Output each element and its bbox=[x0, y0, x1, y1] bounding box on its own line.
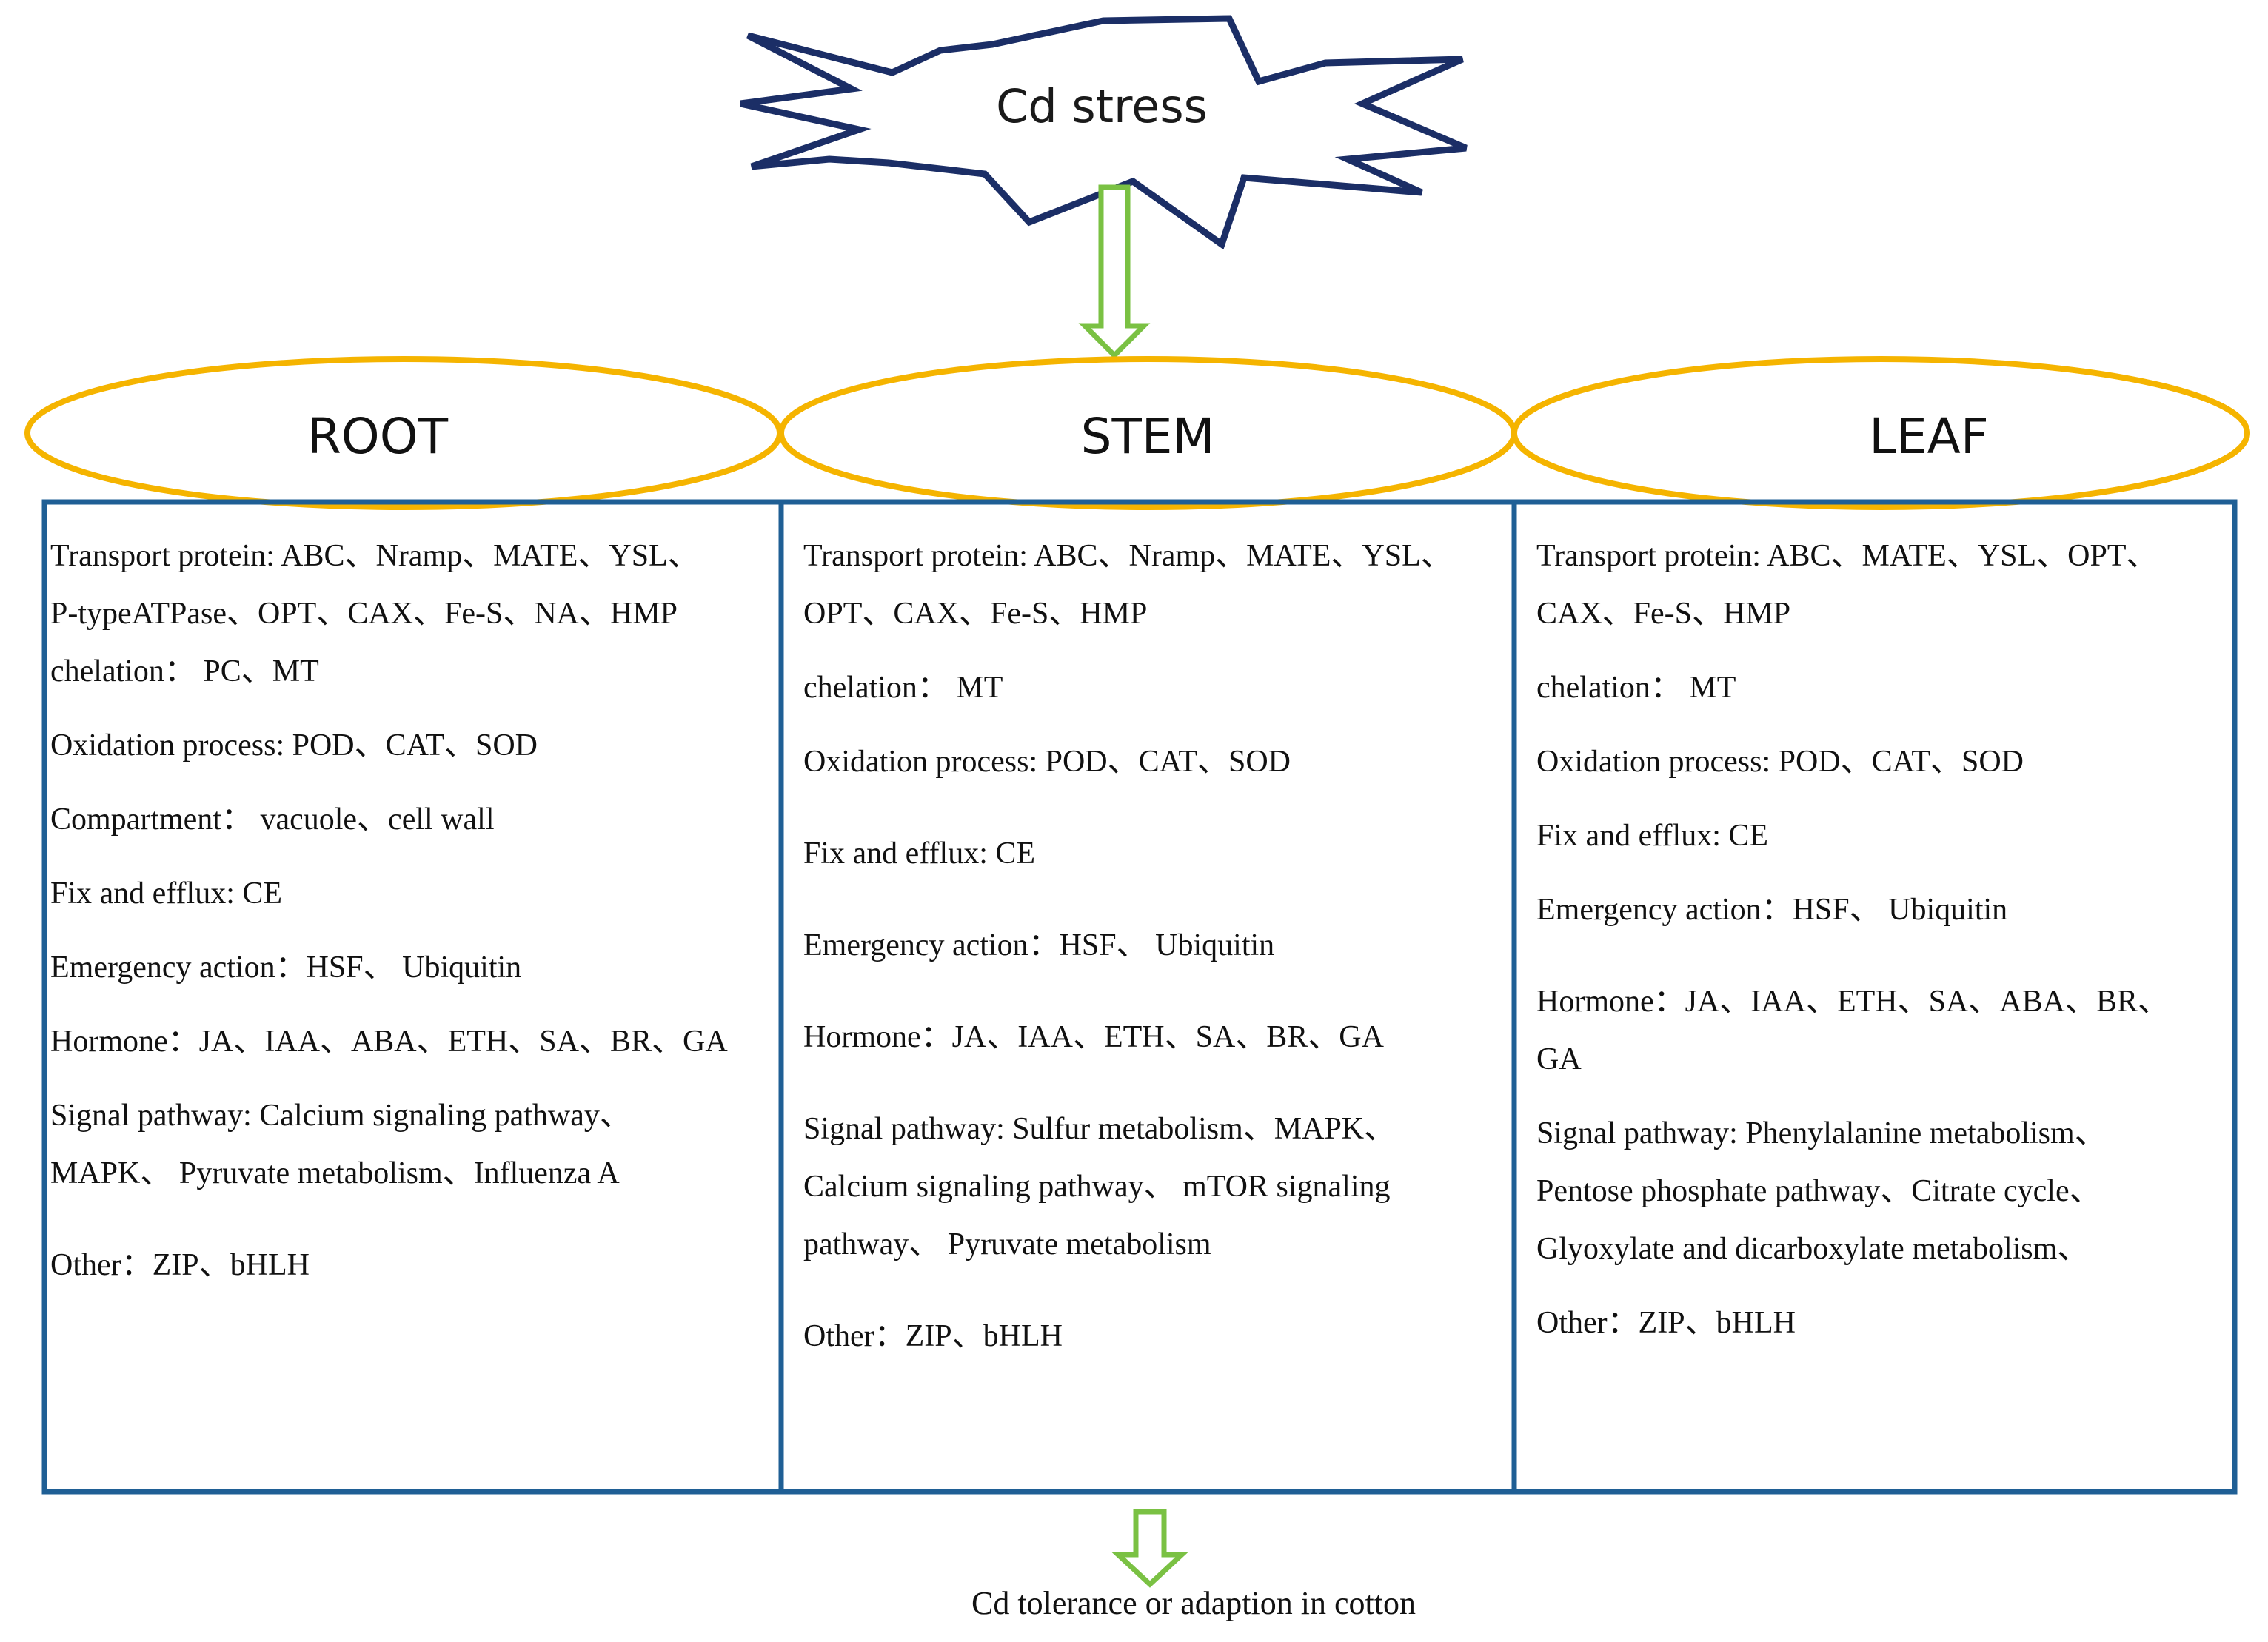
result-label: Cd tolerance or adaption in cotton bbox=[971, 1585, 1416, 1621]
leaf-label: LEAF bbox=[1869, 408, 1989, 465]
panel-outer-border bbox=[41, 499, 2238, 1495]
organ-root: ROOT bbox=[24, 356, 783, 510]
stem-line: Fix and efflux: CE bbox=[803, 837, 1036, 871]
root-line: Other：ZIP、bHLH bbox=[50, 1248, 310, 1282]
organ-leaf: LEAF bbox=[1511, 356, 2250, 510]
result-arrow bbox=[1111, 1509, 1188, 1588]
root-line: Fix and efflux: CE bbox=[50, 877, 283, 911]
root-line: Hormone：JA、IAA、ABA、ETH、SA、BR、GA bbox=[50, 1025, 728, 1059]
leaf-line: CAX、Fe-S、HMP bbox=[1536, 597, 1791, 631]
stem-line: Hormone：JA、IAA、ETH、SA、BR、GA bbox=[803, 1020, 1384, 1054]
organ-stem: STEM bbox=[778, 356, 1517, 510]
panel-frame bbox=[41, 499, 2238, 1495]
leaf-line: Signal pathway: Phenylalanine metabolism… bbox=[1536, 1116, 2106, 1150]
leaf-line: chelation： MT bbox=[1536, 671, 1736, 705]
stem-line: pathway、 Pyruvate metabolism bbox=[803, 1227, 1211, 1261]
cd-stress-label: Cd stress bbox=[996, 79, 1208, 133]
leaf-line: Glyoxylate and dicarboxylate metabolism、 bbox=[1536, 1232, 2089, 1266]
stem-line: chelation： MT bbox=[803, 671, 1003, 705]
stress-arrow-shape bbox=[1078, 184, 1151, 359]
root-label: ROOT bbox=[307, 408, 449, 465]
root-line: Compartment： vacuole、cell wall bbox=[50, 802, 495, 837]
root-panel: Transport protein: ABC、Nramp、MATE、YSL、 P… bbox=[43, 518, 780, 1488]
leaf-line: Hormone：JA、IAA、ETH、SA、ABA、BR、 bbox=[1536, 985, 2169, 1019]
leaf-line: Emergency action：HSF、 Ubiquitin bbox=[1536, 893, 2008, 927]
leaf-ellipse bbox=[1511, 356, 2250, 510]
leaf-line: Fix and efflux: CE bbox=[1536, 819, 1769, 853]
cd-stress-burst: Cd stress bbox=[740, 15, 1468, 250]
root-line: MAPK、 Pyruvate metabolism、Influenza A bbox=[50, 1156, 620, 1190]
stem-line: Emergency action：HSF、 Ubiquitin bbox=[803, 928, 1275, 962]
root-line: Oxidation process: POD、CAT、SOD bbox=[50, 728, 538, 763]
stem-line: Transport protein: ABC、Nramp、MATE、YSL、 bbox=[803, 539, 1452, 573]
leaf-line: Other：ZIP、bHLH bbox=[1536, 1306, 1796, 1340]
stem-line: Other：ZIP、bHLH bbox=[803, 1319, 1063, 1353]
root-line: Signal pathway: Calcium signaling pathwa… bbox=[50, 1099, 631, 1133]
root-line: P-typeATPase、OPT、CAX、Fe-S、NA、HMP bbox=[50, 597, 678, 631]
root-line: Emergency action：HSF、 Ubiquitin bbox=[50, 951, 522, 985]
leaf-line: Transport protein: ABC、MATE、YSL、OPT、 bbox=[1536, 539, 2158, 573]
stem-line: Signal pathway: Sulfur metabolism、MAPK、 bbox=[803, 1112, 1396, 1146]
leaf-line: Pentose phosphate pathway、Citrate cycle、 bbox=[1536, 1174, 2101, 1208]
root-line: chelation： PC、MT bbox=[50, 654, 319, 688]
stem-line: OPT、CAX、Fe-S、HMP bbox=[803, 597, 1148, 631]
root-line: Transport protein: ABC、Nramp、MATE、YSL、 bbox=[50, 539, 699, 573]
stem-line: Oxidation process: POD、CAT、SOD bbox=[803, 745, 1291, 779]
result-arrow-shape bbox=[1111, 1509, 1188, 1588]
stress-arrow bbox=[1078, 184, 1151, 359]
stem-panel: Transport protein: ABC、Nramp、MATE、YSL、 O… bbox=[796, 518, 1511, 1488]
leaf-line: GA bbox=[1536, 1042, 1582, 1076]
leaf-line: Oxidation process: POD、CAT、SOD bbox=[1536, 745, 2024, 779]
leaf-panel: Transport protein: ABC、MATE、YSL、OPT、 CAX… bbox=[1529, 518, 2231, 1488]
stem-label: STEM bbox=[1081, 408, 1215, 465]
stem-line: Calcium signaling pathway、 mTOR signalin… bbox=[803, 1170, 1391, 1204]
burst-shape bbox=[740, 15, 1468, 250]
